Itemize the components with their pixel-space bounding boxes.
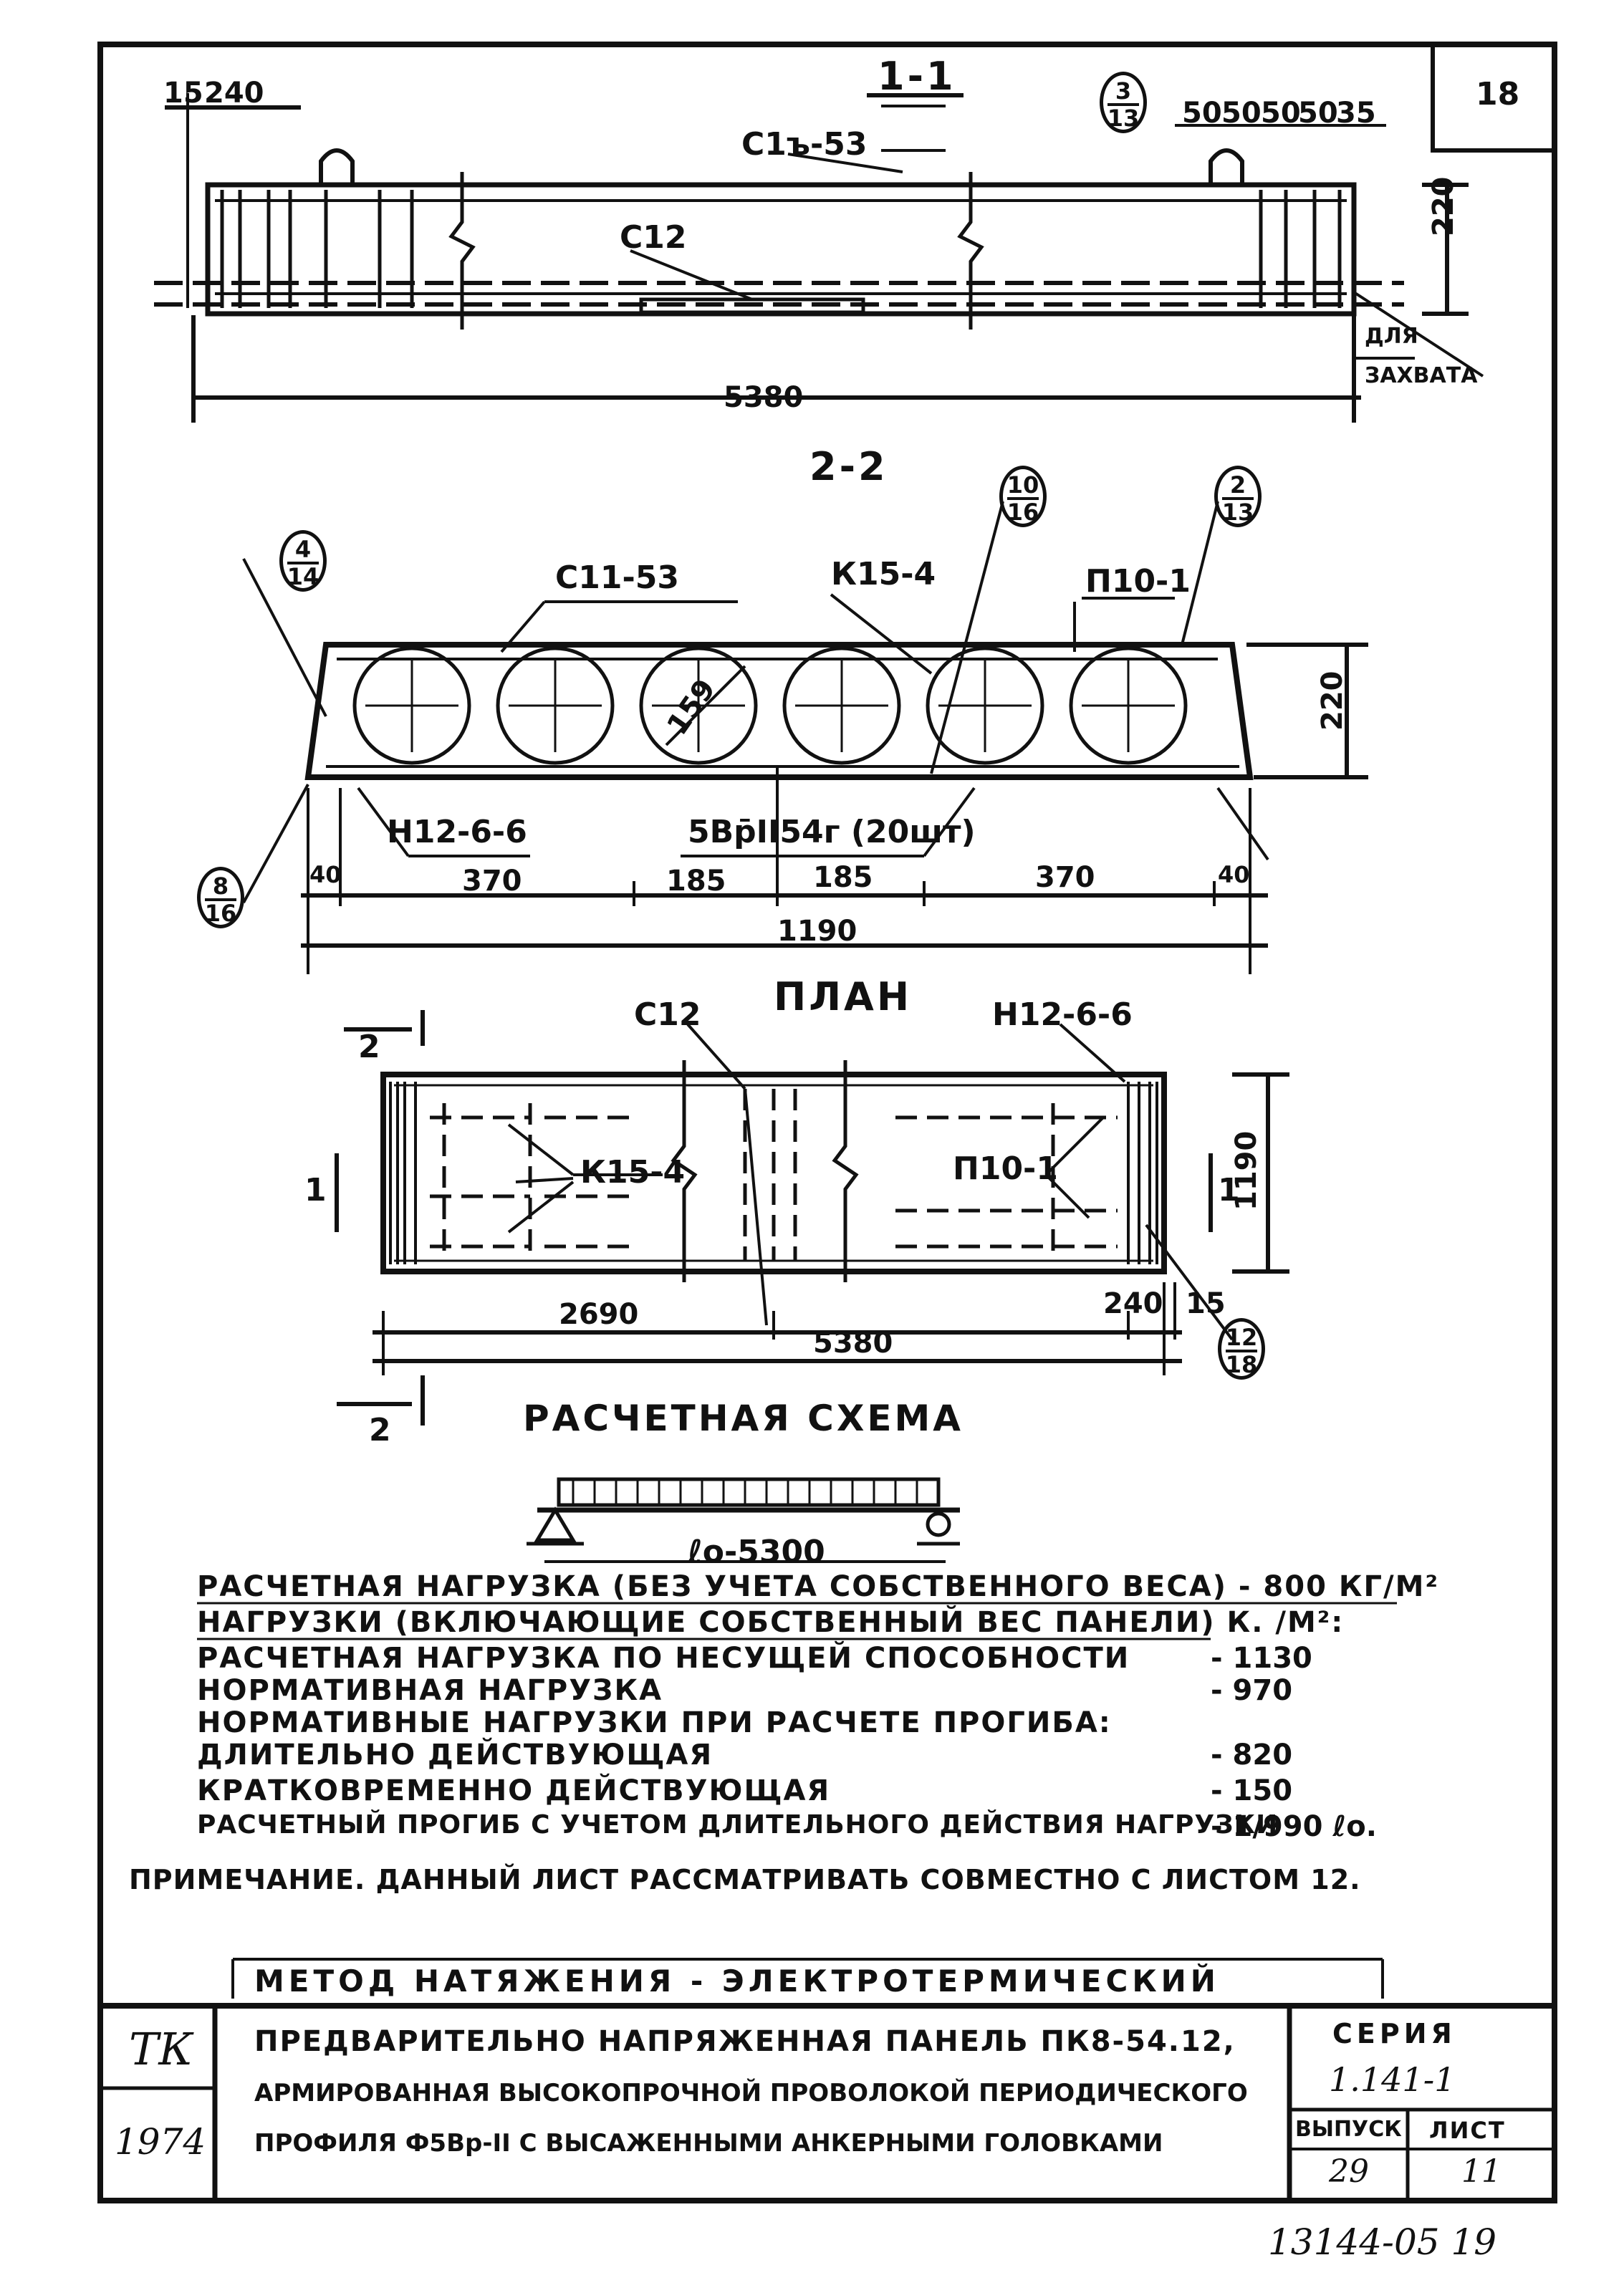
dim-185-right: 185 <box>813 861 873 894</box>
series-value: 1.141-1 <box>1329 2060 1456 2099</box>
label-mesh-n12: Н12-6-6 <box>387 814 527 850</box>
footer-code: 13144-05 19 <box>1268 2221 1497 2263</box>
label-frame-c1: С1ъ-53 <box>741 126 868 163</box>
dim-height-220-b: 220 <box>1316 670 1349 731</box>
method-line: МЕТОД НАТЯЖЕНИЯ - ЭЛЕКТРОТЕРМИЧЕСКИЙ <box>254 1963 1220 1999</box>
note-row-6-label: РАСЧЕТНЫЙ ПРОГИБ С УЧЕТОМ ДЛИТЕЛЬНОГО ДЕ… <box>197 1810 1279 1840</box>
dim-length-5380: 5380 <box>724 381 804 414</box>
section-mark-1-left: 1 <box>304 1172 327 1208</box>
note-row-2-label: НОРМАТИВНАЯ НАГРУЗКА <box>197 1674 663 1707</box>
plan-dim-240: 240 <box>1103 1287 1163 1320</box>
issue-value: 29 <box>1329 2153 1369 2190</box>
plan-dim-2690: 2690 <box>559 1298 639 1331</box>
note-row-1-label: РАСЧЕТНАЯ НАГРУЗКА ПО НЕСУЩЕЙ СПОСОБНОСТ… <box>197 1642 1130 1675</box>
dim-370-left: 370 <box>462 865 522 898</box>
title-line-2: АРМИРОВАННАЯ ВЫСОКОПРОЧНОЙ ПРОВОЛОКОЙ ПЕ… <box>254 2079 1248 2107</box>
series-label: СЕРИЯ <box>1332 2018 1456 2049</box>
plan-dim-1190: 1190 <box>1230 1130 1263 1211</box>
title-block-year: 1974 <box>115 2121 206 2163</box>
grip-note-1: ДЛЯ <box>1365 324 1418 349</box>
label-c11: С11-53 <box>555 559 680 596</box>
label-wire: 5Вр̄II54г (20шт) <box>688 814 976 850</box>
grip-note-2: ЗАХВАТА <box>1365 363 1478 388</box>
dim-40-right: 40 <box>1218 861 1250 888</box>
plan-label-p10: П10-1 <box>953 1150 1058 1187</box>
note-row-3-label: НОРМАТИВНЫЕ НАГРУЗКИ ПРИ РАСЧЕТЕ ПРОГИБА… <box>197 1706 1112 1739</box>
dim-240: 240 <box>204 77 264 110</box>
title-block-org: ТК <box>129 2023 193 2075</box>
plan-label-k15: К15-4 <box>580 1154 686 1191</box>
note-row-5-label: КРАТКОВРЕМЕННО ДЕЙСТВУЮЩАЯ <box>197 1774 831 1807</box>
note-row-1-value: - 1130 <box>1211 1642 1312 1675</box>
plan-title: ПЛАН <box>774 974 913 1019</box>
dim-15: 15 <box>163 77 203 110</box>
dim-370-right: 370 <box>1035 861 1095 894</box>
note-row-4-value: - 820 <box>1211 1739 1293 1772</box>
title-line-1: ПРЕДВАРИТЕЛЬНО НАПРЯЖЕННАЯ ПАНЕЛЬ ПК8-54… <box>254 2025 1236 2058</box>
section-1-title: 1-1 <box>878 54 956 99</box>
dim-height-220: 220 <box>1427 176 1460 237</box>
label-net-c12: С12 <box>620 219 687 256</box>
label-k15: К15-4 <box>831 556 936 592</box>
sheet-number: 18 <box>1476 76 1520 112</box>
dim-35: 35 <box>1336 97 1376 130</box>
note-row-4-label: ДЛИТЕЛЬНО ДЕЙСТВУЮЩАЯ <box>197 1739 713 1772</box>
dim-50-c: 50 <box>1261 97 1301 130</box>
plan-dim-15: 15 <box>1186 1287 1226 1320</box>
note-row-5-value: - 150 <box>1211 1774 1293 1807</box>
sheet-value: 11 <box>1461 2153 1502 2190</box>
dim-width-1190: 1190 <box>777 915 857 948</box>
section-2-title: 2-2 <box>809 444 888 489</box>
scheme-span: ℓо-5300 <box>688 1534 825 1570</box>
section-mark-1-right: 1 <box>1218 1172 1240 1208</box>
plan-dim-5380: 5380 <box>813 1327 893 1360</box>
dim-50-a: 50 <box>1182 97 1222 130</box>
section-mark-2-bottom: 2 <box>369 1412 391 1448</box>
design-load-line: РАСЧЕТНАЯ НАГРУЗКА (БЕЗ УЧЕТА СОБСТВЕННО… <box>197 1570 1439 1603</box>
section-mark-2-top: 2 <box>358 1029 380 1065</box>
dim-50-d: 50 <box>1298 97 1338 130</box>
label-p10: П10-1 <box>1085 563 1191 600</box>
note-row-2-value: - 970 <box>1211 1674 1293 1707</box>
sheet-label: ЛИСТ <box>1429 2117 1506 2144</box>
loads-header: НАГРУЗКИ (ВКЛЮЧАЮЩИЕ СОБСТВЕННЫЙ ВЕС ПАН… <box>197 1606 1345 1639</box>
note-row-6-value: - 1/990 ℓо. <box>1211 1810 1377 1843</box>
dim-40-left: 40 <box>309 861 342 888</box>
plan-label-mesh: Н12-6-6 <box>992 996 1133 1033</box>
dim-50-b: 50 <box>1221 97 1262 130</box>
scheme-title: РАСЧЕТНАЯ СХЕМА <box>523 1398 964 1439</box>
remark: ПРИМЕЧАНИЕ. ДАННЫЙ ЛИСТ РАССМАТРИВАТЬ СО… <box>129 1864 1361 1895</box>
title-line-3: ПРОФИЛЯ Ф5Вр-II С ВЫСАЖЕННЫМИ АНКЕРНЫМИ … <box>254 2129 1163 2158</box>
dim-185-left: 185 <box>666 865 726 898</box>
issue-label: ВЫПУСК <box>1295 2117 1402 2142</box>
plan-label-c12: С12 <box>634 996 701 1033</box>
